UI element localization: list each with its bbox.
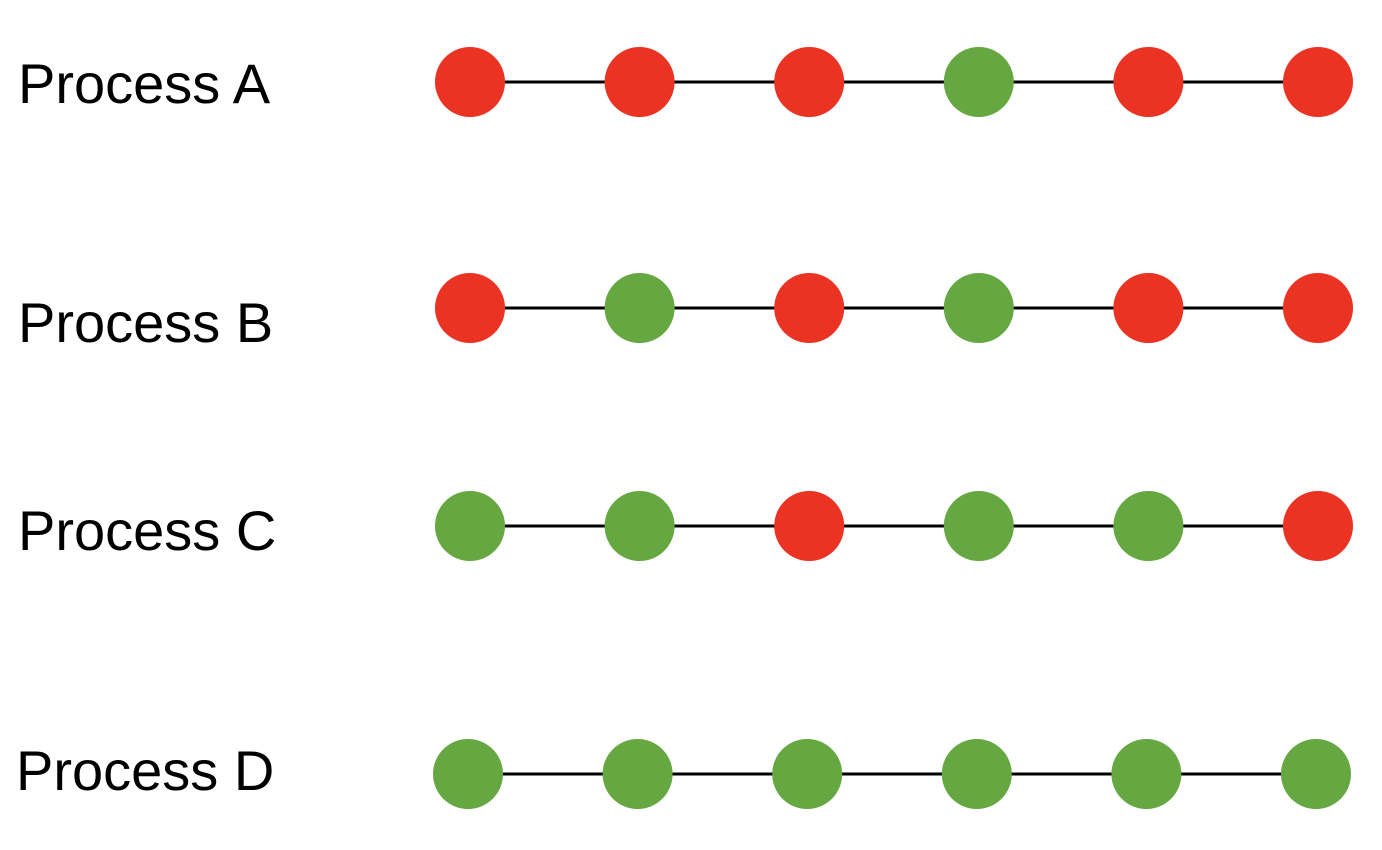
step-node-pass [943,47,1014,117]
process-row-a: Process A [18,47,1353,117]
step-node-pass [435,491,505,561]
step-node-fail [1283,491,1353,561]
process-row-c: Process C [18,491,1353,562]
step-nodes-b [435,273,1353,343]
step-node-fail [435,273,505,343]
step-node-pass [1113,491,1184,561]
step-node-pass [433,739,503,809]
step-node-fail [1113,273,1184,343]
process-row-b: Process B [18,273,1353,354]
step-node-fail [774,47,845,117]
step-nodes-a [435,47,1353,117]
step-node-fail [1283,273,1353,343]
process-row-d: Process D [16,739,1351,809]
step-node-pass [1111,739,1182,809]
step-node-fail [435,47,505,117]
step-node-fail [604,47,675,117]
step-node-pass [604,491,675,561]
step-node-pass [943,491,1014,561]
step-node-fail [1113,47,1184,117]
step-node-fail [1283,47,1353,117]
step-node-pass [943,273,1014,343]
process-label-d: Process D [16,739,274,802]
process-label-a: Process A [18,52,271,115]
step-node-pass [772,739,843,809]
process-label-c: Process C [18,499,276,562]
step-node-pass [604,273,675,343]
step-node-fail [774,273,845,343]
step-nodes-c [435,491,1353,561]
step-node-pass [1281,739,1351,809]
step-node-pass [941,739,1012,809]
step-node-pass [602,739,673,809]
step-node-fail [774,491,845,561]
process-label-b: Process B [18,291,273,354]
step-nodes-d [433,739,1351,809]
